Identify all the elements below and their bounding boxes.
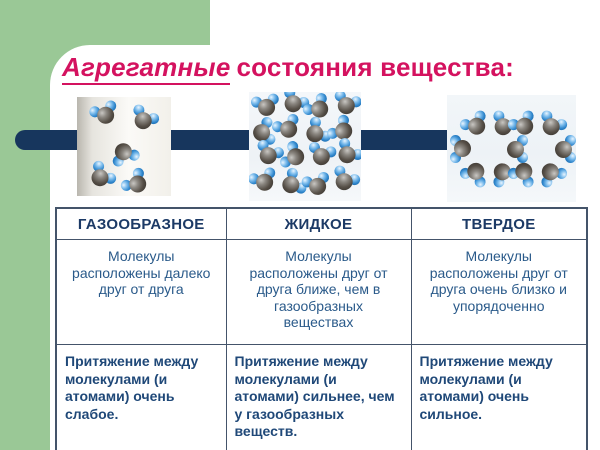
- cell-arrangement-solid: Молекулы расположены друг от друга очень…: [410, 239, 588, 345]
- states-table: ГАЗООБРАЗНОЕ ЖИДКОЕ ТВЕРДОЕ Молекулы рас…: [55, 207, 588, 450]
- title-highlighted-word: Агрегатные: [62, 52, 231, 85]
- liquid-state-image: [249, 92, 361, 201]
- table-header-liquid: ЖИДКОЕ: [225, 207, 412, 240]
- cell-attraction-solid: Притяжение между молекулами (и атомами) …: [410, 344, 588, 450]
- green-top-stripe: [0, 0, 210, 47]
- green-left-stripe: [0, 0, 50, 450]
- table-header-row: ГАЗООБРАЗНОЕ ЖИДКОЕ ТВЕРДОЕ: [55, 207, 588, 240]
- table-header-gas: ГАЗООБРАЗНОЕ: [55, 207, 227, 240]
- cell-arrangement-liquid: Молекулы расположены друг от друга ближе…: [225, 239, 412, 345]
- arrangement-row: Молекулы расположены далеко друг от друг…: [55, 239, 588, 345]
- table-header-solid: ТВЕРДОЕ: [410, 207, 588, 240]
- cell-attraction-gas: Притяжение между молекулами (и атомами) …: [55, 344, 227, 450]
- solid-state-image: [447, 95, 576, 202]
- cell-attraction-liquid: Притяжение между молекулами (и атомами) …: [225, 344, 412, 450]
- title-rest: состояния вещества:: [236, 52, 515, 82]
- gas-state-image: [77, 97, 171, 196]
- cell-arrangement-gas: Молекулы расположены далеко друг от друг…: [55, 239, 227, 345]
- attraction-row: Притяжение между молекулами (и атомами) …: [55, 344, 588, 450]
